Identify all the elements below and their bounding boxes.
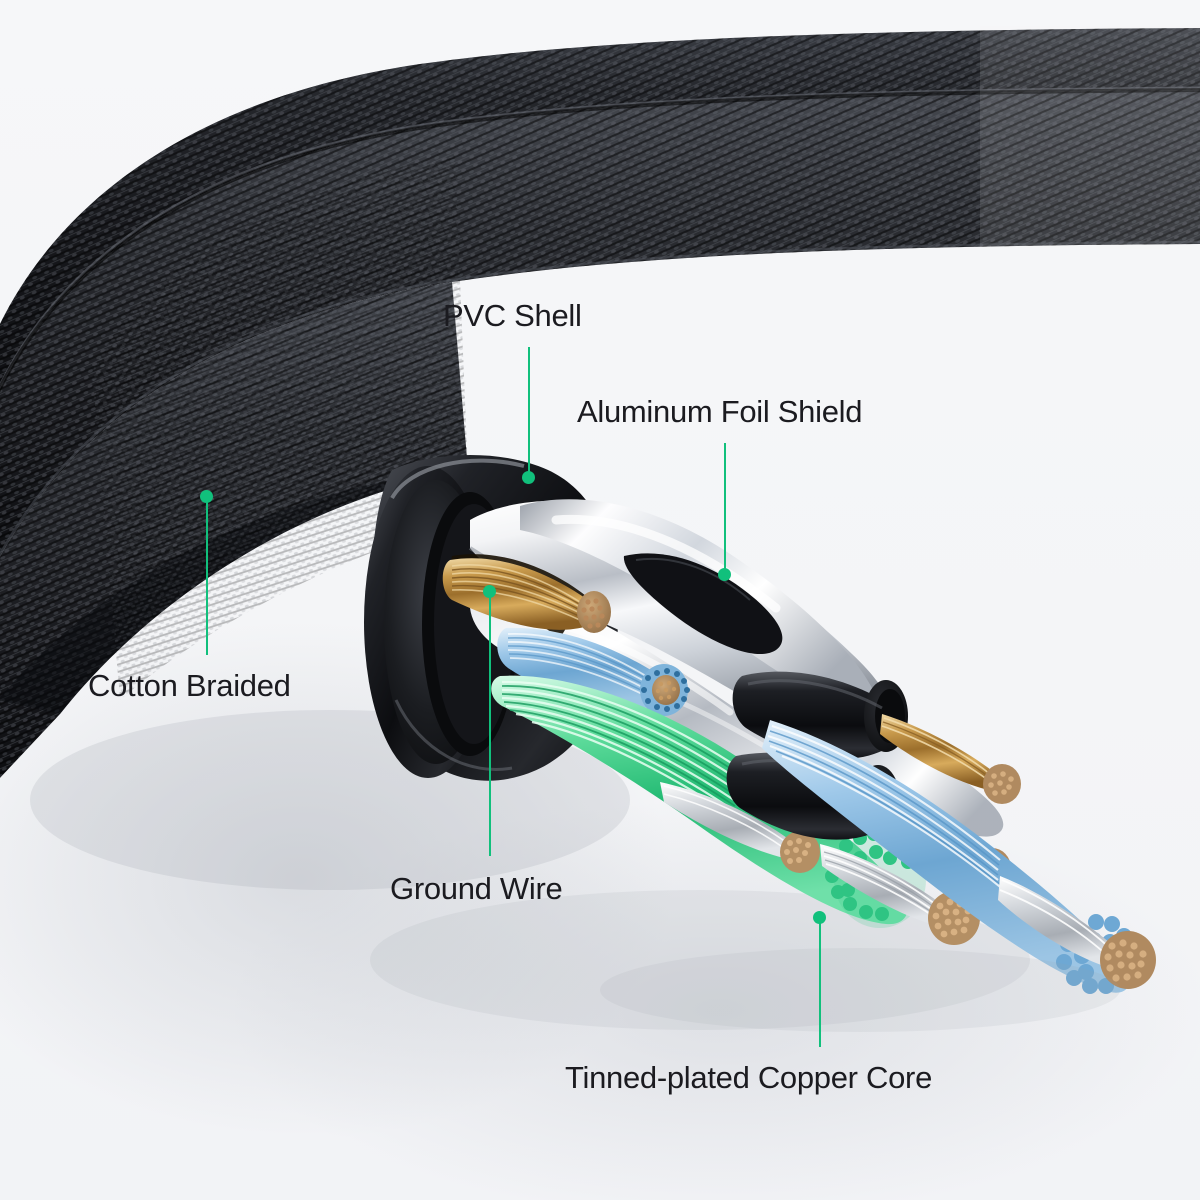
callout-label-tinned-plated-copper-core: Tinned-plated Copper Core [565,1060,933,1095]
leader-dot-aluminum-foil-shield [718,568,731,581]
leader-line-tinned-plated-copper-core [819,923,821,1047]
leader-line-pvc-shell [528,347,530,478]
callout-label-aluminum-foil-shield: Aluminum Foil Shield [577,394,863,429]
ground-wire [442,554,611,638]
leader-dot-tinned-plated-copper-core [813,911,826,924]
callout-label-pvc-shell: PVC Shell [443,298,582,333]
leader-dot-cotton-braided [200,490,213,503]
blue-conductor-bundle-upper [497,627,690,716]
leader-line-aluminum-foil-shield [724,443,726,574]
blue-conductor-bundle-right [762,720,1156,994]
cotton-braided-sleeve [0,26,1200,778]
leader-line-cotton-braided [206,502,208,655]
leader-dot-ground-wire [483,585,496,598]
callout-label-ground-wire: Ground Wire [390,871,563,906]
leader-dot-pvc-shell [522,471,535,484]
callout-label-cotton-braided: Cotton Braided [88,668,291,703]
tinned-core-bundle-mid [660,782,820,873]
leader-line-ground-wire [489,597,491,856]
